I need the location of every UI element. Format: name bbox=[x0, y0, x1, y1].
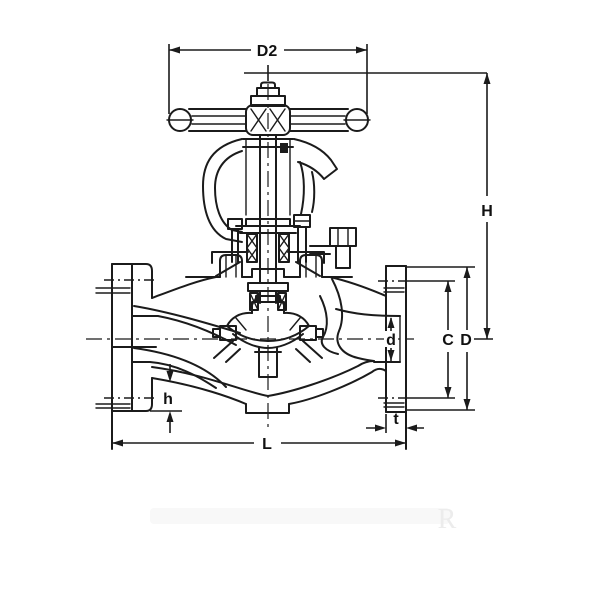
dim-label-flange-od: D bbox=[460, 332, 472, 349]
dimension-D-flange: D bbox=[406, 266, 493, 411]
disc-assembly bbox=[212, 295, 324, 378]
packing-gland bbox=[227, 214, 357, 269]
dimension-d-bore: d bbox=[384, 317, 398, 361]
left-flange bbox=[95, 263, 158, 450]
dimension-H: H bbox=[244, 65, 493, 339]
watermark-letter: R bbox=[438, 504, 457, 535]
handwheel bbox=[166, 81, 371, 136]
disc-stem-tip bbox=[254, 347, 282, 378]
drain-boss bbox=[245, 403, 290, 414]
dim-label-boss-height: h bbox=[163, 391, 173, 408]
bonnet bbox=[185, 254, 353, 311]
dim-label-d2: D2 bbox=[257, 43, 278, 60]
body-walls bbox=[111, 276, 401, 414]
bonnet-stud-right bbox=[299, 254, 323, 278]
stem-collar bbox=[247, 282, 289, 292]
watermark: R bbox=[150, 504, 457, 535]
bonnet-bolt bbox=[329, 227, 357, 247]
dimension-C: C bbox=[408, 280, 455, 399]
dimension-D2: D2 bbox=[168, 43, 368, 114]
dim-label-bolt-circle: C bbox=[442, 332, 454, 349]
dim-label-thickness: t bbox=[393, 411, 399, 428]
bonnet-stud-left bbox=[219, 254, 243, 278]
right-flange bbox=[378, 265, 412, 450]
gland-bolt-left bbox=[227, 218, 243, 230]
yoke bbox=[202, 138, 338, 264]
yoke-right-lug bbox=[293, 138, 338, 180]
centerlines bbox=[86, 84, 414, 431]
dim-label-bore: d bbox=[386, 332, 396, 349]
dim-label-length: L bbox=[262, 436, 272, 453]
dimension-t: t bbox=[366, 411, 424, 433]
dimension-h-boss: h bbox=[150, 364, 182, 433]
dimension-L: L bbox=[112, 435, 407, 453]
dim-label-h-height: H bbox=[481, 203, 493, 220]
